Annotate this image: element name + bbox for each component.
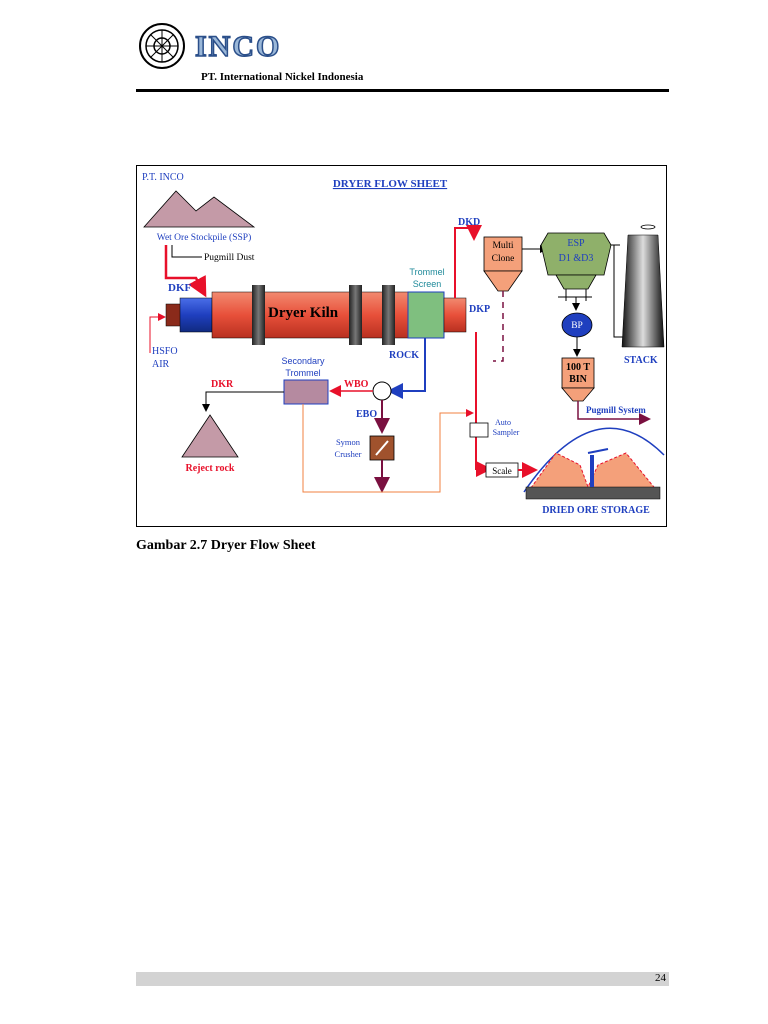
multi-clone [483, 236, 523, 272]
esp-to-stack-line [613, 245, 626, 338]
stack-label: STACK [624, 355, 658, 366]
storage-label: DRIED ORE STORAGE [542, 505, 650, 516]
bp-label: BP [571, 321, 583, 331]
hsfo-label: HSFO [152, 346, 178, 357]
dkp-label: DKP [469, 304, 490, 315]
bin-label: BIN [569, 374, 588, 385]
stack-smoke-icon [640, 224, 656, 230]
owner-label: P.T. INCO [142, 172, 184, 183]
pugmill-system-label: Pugmill System [586, 405, 646, 415]
trommel-screen-label: Trommel [409, 267, 444, 277]
kiln-discharge [443, 297, 467, 333]
storage-dome [523, 427, 665, 493]
secondary-trommel-label: Trommel [285, 368, 320, 378]
ebo-label: EBO [356, 409, 377, 420]
reject-rock-pile-icon [181, 414, 239, 458]
stockpile-mountain-icon [143, 190, 256, 228]
diagram-title: DRYER FLOW SHEET [333, 178, 448, 190]
multi-clone-label: Multi [492, 241, 513, 251]
seal-icon [139, 23, 185, 69]
dkf-label: DKF [168, 282, 192, 294]
air-label: AIR [152, 359, 170, 370]
footer-bar [136, 972, 669, 986]
secondary-trommel [283, 379, 329, 405]
auto-sampler [469, 422, 489, 438]
dkd-flow-line [454, 225, 482, 298]
kiln-tyre-ring [349, 285, 362, 345]
secondary-trommel-label: Secondary [281, 356, 325, 366]
dkr-label: DKR [211, 379, 234, 390]
stack [621, 234, 665, 348]
auto-sampler-label: Sampler [493, 428, 520, 437]
esp-label: ESP [567, 238, 585, 249]
multi-clone-hopper [483, 270, 523, 292]
wbo-label: WBO [344, 379, 369, 390]
auto-sampler-label: Auto [495, 418, 511, 427]
esp [540, 232, 612, 276]
logo-wordmark: INCO [195, 30, 281, 63]
rock-label: ROCK [389, 350, 419, 361]
pugmill-dust-label: Pugmill Dust [204, 253, 255, 263]
stockpile-label: Wet Ore Stockpile (SSP) [157, 232, 252, 243]
kiln-tyre-ring [252, 285, 265, 345]
bin-label: 100 T [566, 362, 590, 373]
secondary-trommel-return-line [302, 404, 474, 493]
crusher-slash [375, 440, 389, 456]
pugmill-dust-line [171, 245, 202, 258]
kiln-label: Dryer Kiln [268, 305, 339, 321]
company-logo: INCO [137, 22, 307, 70]
trommel-screen-label: Screen [413, 279, 442, 289]
kiln-firing-hood [179, 297, 213, 333]
multi-clone-label: Clone [492, 254, 515, 264]
symon-crusher-label: Symon [336, 437, 361, 447]
symon-crusher-label: Crusher [335, 449, 362, 459]
clone-dust-return-line [493, 291, 504, 362]
company-name: PT. International Nickel Indonesia [201, 71, 364, 83]
kiln-tyre-ring [382, 285, 395, 345]
dryer-flow-diagram: P.T. INCO DRYER FLOW SHEET Wet Ore Stock… [136, 165, 667, 527]
burner [165, 303, 182, 327]
dkd-label: DKD [458, 217, 480, 228]
dkr-flow-line [202, 391, 284, 412]
header-divider [136, 89, 669, 92]
rock-flow-line [387, 338, 426, 399]
trommel-screen [407, 291, 445, 339]
reject-rock-label: Reject rock [186, 463, 235, 474]
esp-label: D1 &D3 [559, 253, 594, 264]
figure-caption: Gambar 2.7 Dryer Flow Sheet [136, 538, 316, 553]
stacker-boom [587, 448, 609, 454]
feed-flow-line [164, 245, 207, 298]
pugmill-system-line [577, 401, 651, 425]
scale-label: Scale [492, 466, 512, 476]
fuel-air-line [149, 313, 166, 353]
bin-hopper [561, 387, 595, 402]
page-number: 24 [655, 972, 666, 984]
esp-hopper [555, 274, 597, 290]
rock-splitter [372, 381, 392, 401]
dkp-flow-line [475, 332, 492, 477]
storage-floor [525, 486, 661, 500]
